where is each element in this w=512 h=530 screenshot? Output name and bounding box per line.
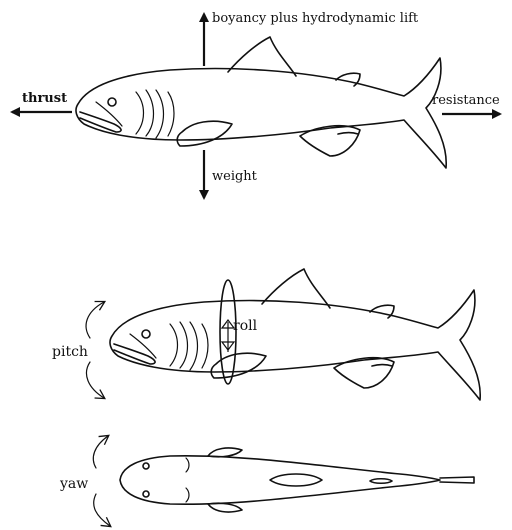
weight-label: weight (212, 169, 258, 184)
fish-yaw-group: yaw (59, 436, 474, 526)
resistance-label: resistance (432, 93, 500, 108)
pitch-label: pitch (52, 344, 88, 360)
fish-body-top-view (120, 456, 440, 504)
gill-upper (186, 458, 189, 472)
eye-upper (143, 463, 149, 469)
roll-label: roll (233, 318, 258, 334)
thrust-label: thrust (22, 91, 67, 106)
second-dorsal-top-view (370, 479, 392, 484)
fish-body-middle (110, 269, 480, 400)
pitch-arrow-up (86, 302, 104, 338)
gill-lower (186, 488, 189, 502)
dorsal-fin-top-view (270, 474, 322, 486)
yaw-arrow-down (94, 494, 110, 526)
fish-tail-top-view (440, 477, 474, 483)
eye-lower (143, 491, 149, 497)
fish-body-top (76, 37, 446, 168)
pectoral-fin-upper (208, 448, 242, 457)
fish-forces-group: boyancy plus hydrodynamic lift thrust re… (12, 11, 500, 198)
lift-label: boyancy plus hydrodynamic lift (212, 11, 419, 26)
pitch-arrow-down (86, 362, 104, 398)
yaw-arrow-up (93, 436, 108, 468)
pectoral-fin-lower (208, 503, 242, 512)
fish-pitch-roll-group: roll pitch (52, 269, 480, 400)
yaw-label: yaw (59, 476, 88, 492)
